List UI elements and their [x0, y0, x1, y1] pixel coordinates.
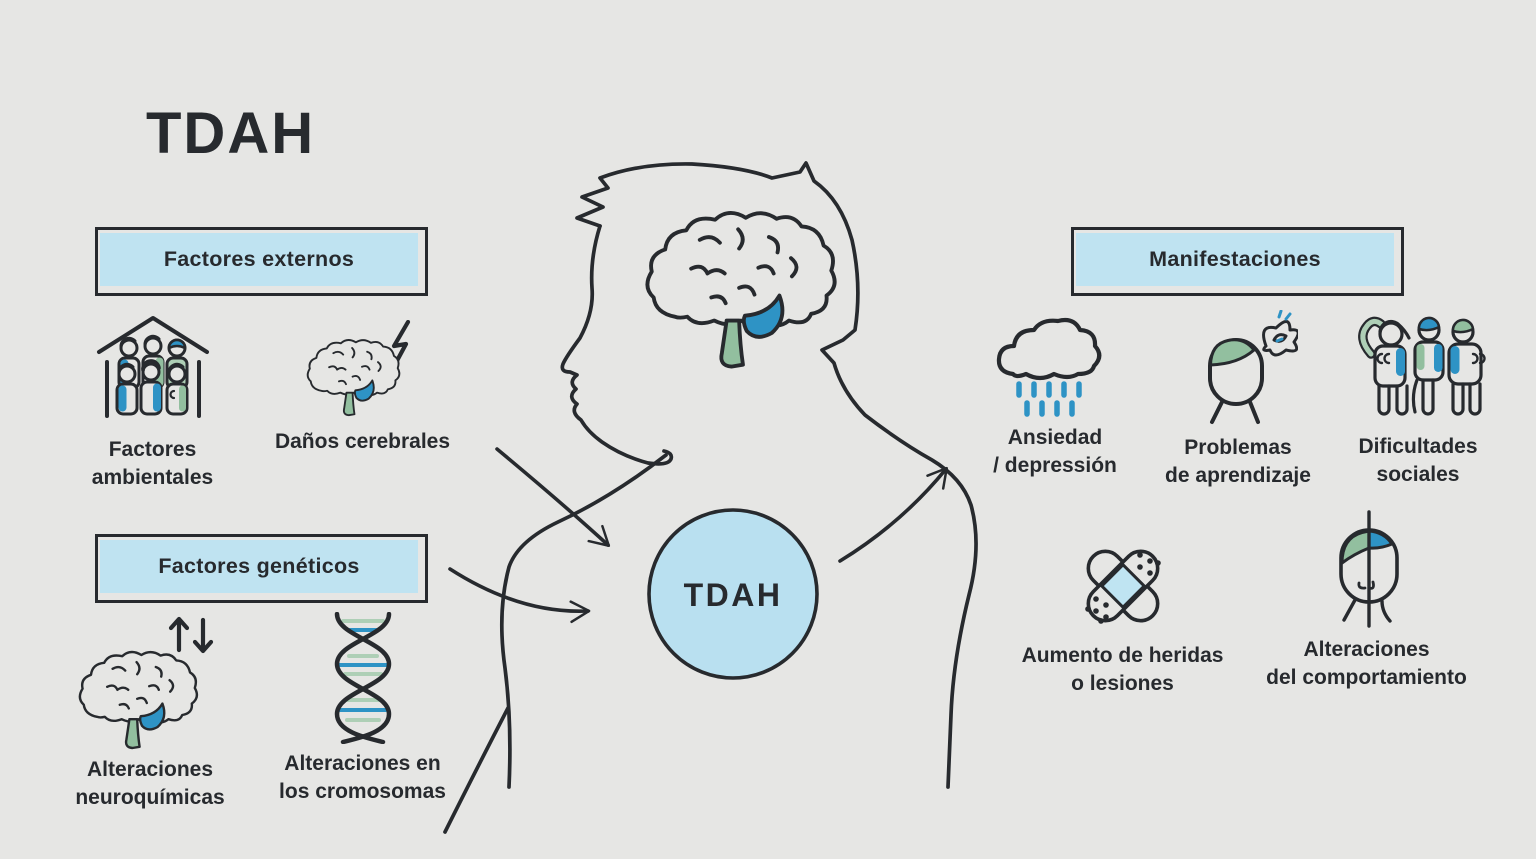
factor-item-environment: Factores ambientales	[70, 312, 235, 493]
cloud-rain-icon	[996, 317, 1102, 417]
tdah-circle-label: TDAH	[684, 577, 783, 613]
item-label: Problemas de aprendizaje	[1165, 436, 1311, 488]
head-scribble-icon	[1208, 310, 1298, 424]
cause-arrows	[448, 447, 948, 624]
split-head-icon	[1338, 510, 1399, 628]
manifestation-item-behavior: Alteraciones del comportamiento	[1244, 508, 1489, 693]
house-people-icon	[96, 316, 209, 418]
manifestation-item-learning: Problemas de aprendizaje	[1153, 310, 1323, 491]
section-header-label: Factores externos	[163, 247, 355, 271]
page-title: TDAH	[146, 101, 316, 166]
brain-icon	[645, 211, 837, 369]
rain-drops	[1016, 381, 1082, 417]
factor-item-chromosomes: Alteraciones en los cromosomas	[270, 612, 455, 807]
arrow-genetic-to-tdah	[448, 567, 591, 624]
people-group-icon	[1357, 316, 1486, 416]
item-label: Alteraciones del comportamiento	[1266, 638, 1467, 690]
factor-item-brain-damage: Daños cerebrales	[255, 320, 470, 456]
item-label: Daños cerebrales	[274, 430, 451, 453]
crossed-bandages-icon	[1084, 549, 1161, 624]
manifestation-item-anxiety: Ansiedad / depressión	[975, 314, 1135, 481]
manifestation-item-injuries: Aumento de heridas o lesiones	[1010, 536, 1235, 699]
item-label: Ansiedad / depressión	[993, 426, 1117, 478]
dna-icon	[334, 612, 391, 744]
tdah-circle: TDAH	[647, 508, 819, 680]
item-label: Factores ambientales	[91, 438, 214, 490]
manifestation-item-social: Dificultades sociales	[1330, 312, 1506, 490]
item-label: Alteraciones neuroquímicas	[75, 758, 225, 810]
arrow-external-to-tdah	[495, 447, 611, 547]
item-label: Aumento de heridas o lesiones	[1021, 644, 1224, 696]
item-label: Dificultades sociales	[1358, 435, 1478, 487]
factor-item-neurochemical: Alteraciones neuroquímicas	[50, 612, 250, 813]
arrow-tdah-to-manifestations	[838, 466, 948, 563]
section-header-label: Manifestaciones	[1149, 247, 1321, 271]
brain-lightning-icon	[306, 320, 411, 417]
bandage-dots	[1084, 552, 1161, 624]
boy-silhouette	[443, 161, 978, 834]
item-label: Alteraciones en los cromosomas	[279, 752, 446, 804]
section-header-label: Factores genéticos	[158, 554, 360, 578]
brain-updown-icon	[78, 616, 214, 750]
